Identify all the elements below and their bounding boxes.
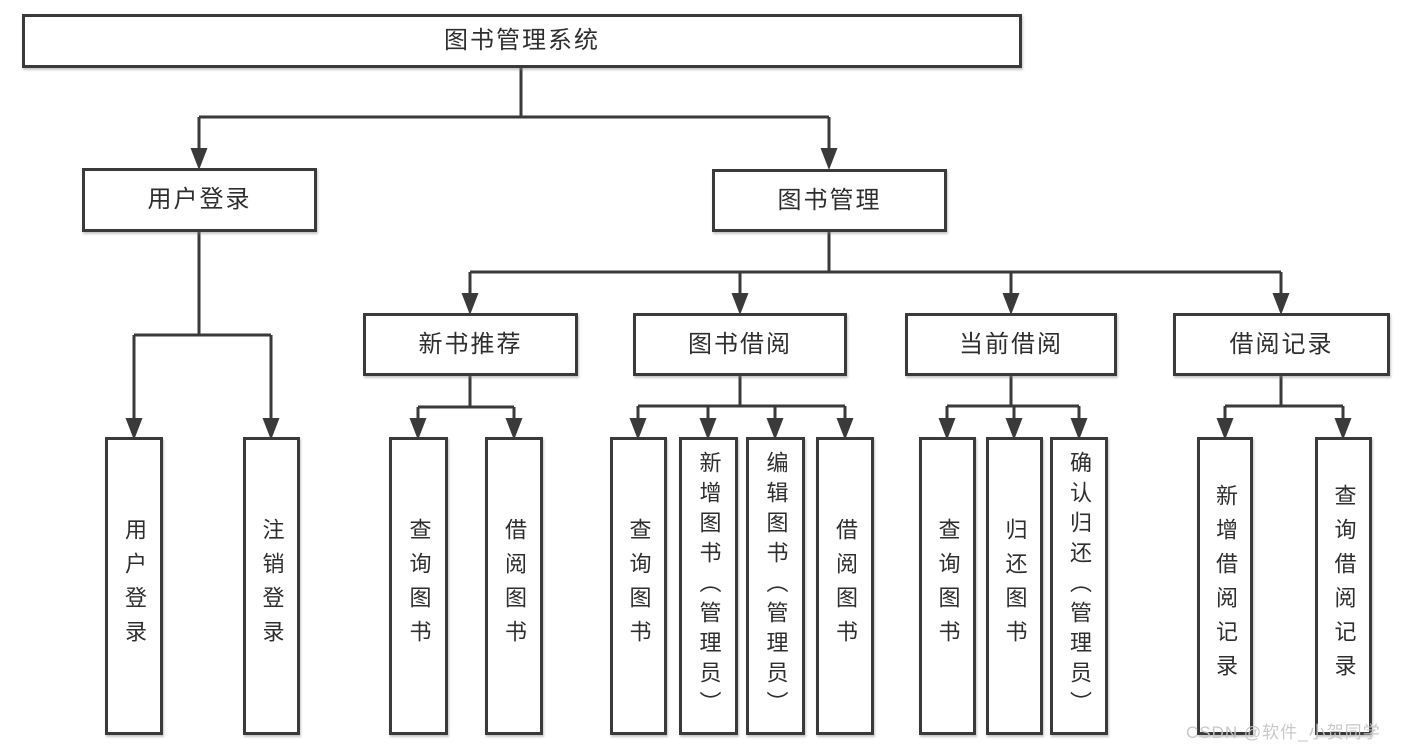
arrowhead: [820, 148, 838, 170]
arrowhead: [836, 418, 854, 440]
node-label: 查询图书: [406, 518, 432, 654]
node-borrow-records: 借阅记录: [1173, 313, 1390, 376]
connector-book-management-to-level3: [461, 232, 1290, 315]
node-user-login-leaf: 用户登录: [105, 437, 163, 735]
connector-borrow-records-to-leaves: [1216, 376, 1352, 440]
node-search-borrow-record: 查询借阅记录: [1315, 437, 1372, 735]
node-edit-books-admin: 编辑图书（管理员）: [746, 437, 805, 735]
connector-new-book-recommendation-to-leaves: [409, 376, 523, 440]
arrowhead: [505, 418, 523, 440]
node-label: 图书管理系统: [444, 27, 600, 54]
node-current-borrowing: 当前借阅: [905, 313, 1117, 376]
watermark-text: CSDN @软件_小贺同学: [1186, 723, 1381, 742]
node-label: 查询图书: [626, 518, 652, 654]
arrowhead: [262, 418, 280, 440]
node-logout-leaf: 注销登录: [243, 437, 300, 735]
connector-root-to-level2: [190, 68, 838, 170]
node-return-books: 归还图书: [986, 437, 1043, 735]
connector-user-login-to-leaves: [125, 232, 280, 440]
node-search-books-recommendation: 查询图书: [389, 437, 448, 735]
node-new-book-recommendation: 新书推荐: [363, 313, 578, 376]
node-label: 用户登录: [122, 518, 147, 654]
node-add-borrow-record: 新增借阅记录: [1197, 437, 1253, 735]
node-label: 新增图书（管理员）: [696, 451, 722, 721]
arrowhead: [699, 418, 717, 440]
node-label: 用户登录: [147, 186, 252, 213]
node-label: 新书推荐: [418, 330, 523, 358]
arrowhead: [1216, 418, 1234, 440]
node-confirm-return-admin: 确认归还（管理员）: [1050, 437, 1108, 735]
arrowhead: [1334, 418, 1352, 440]
node-label: 借阅图书: [833, 518, 858, 654]
arrowhead: [1005, 418, 1023, 440]
node-user-login: 用户登录: [82, 168, 317, 232]
node-book-borrowing: 图书借阅: [633, 313, 847, 376]
node-label: 注销登录: [259, 518, 285, 654]
node-borrow-books-recommendation: 借阅图书: [485, 437, 543, 735]
node-search-books-borrowing: 查询图书: [610, 437, 667, 735]
arrowhead: [766, 418, 784, 440]
arrowhead: [731, 293, 749, 315]
node-label: 新增借阅记录: [1213, 484, 1238, 688]
connector-book-borrowing-to-leaves: [629, 376, 854, 440]
arrowhead: [409, 418, 427, 440]
arrowhead: [190, 148, 208, 170]
node-borrow-books-leaf: 借阅图书: [816, 437, 874, 735]
arrowhead: [461, 293, 479, 315]
node-label: 归还图书: [1002, 518, 1028, 654]
arrowhead: [629, 418, 647, 440]
node-label: 当前借阅: [959, 330, 1063, 358]
node-label: 查询图书: [935, 518, 961, 654]
node-label: 确认归还（管理员）: [1067, 451, 1092, 721]
node-label: 图书借阅: [688, 330, 792, 358]
arrowhead: [125, 418, 143, 440]
node-label: 编辑图书（管理员）: [763, 451, 789, 721]
node-search-books-current: 查询图书: [919, 437, 976, 735]
arrowhead: [1070, 418, 1088, 440]
arrowhead: [1002, 293, 1020, 315]
arrowhead: [938, 418, 956, 440]
node-label: 图书管理: [777, 186, 882, 214]
node-library-management-system: 图书管理系统: [22, 14, 1022, 68]
node-add-books-admin: 新增图书（管理员）: [679, 437, 738, 735]
node-label: 借阅图书: [502, 518, 527, 654]
arrowhead: [1272, 293, 1290, 315]
connector-current-borrowing-to-leaves: [938, 376, 1088, 440]
node-label: 查询借阅记录: [1331, 484, 1357, 688]
node-book-management: 图书管理: [712, 169, 947, 232]
node-label: 借阅记录: [1229, 330, 1334, 358]
